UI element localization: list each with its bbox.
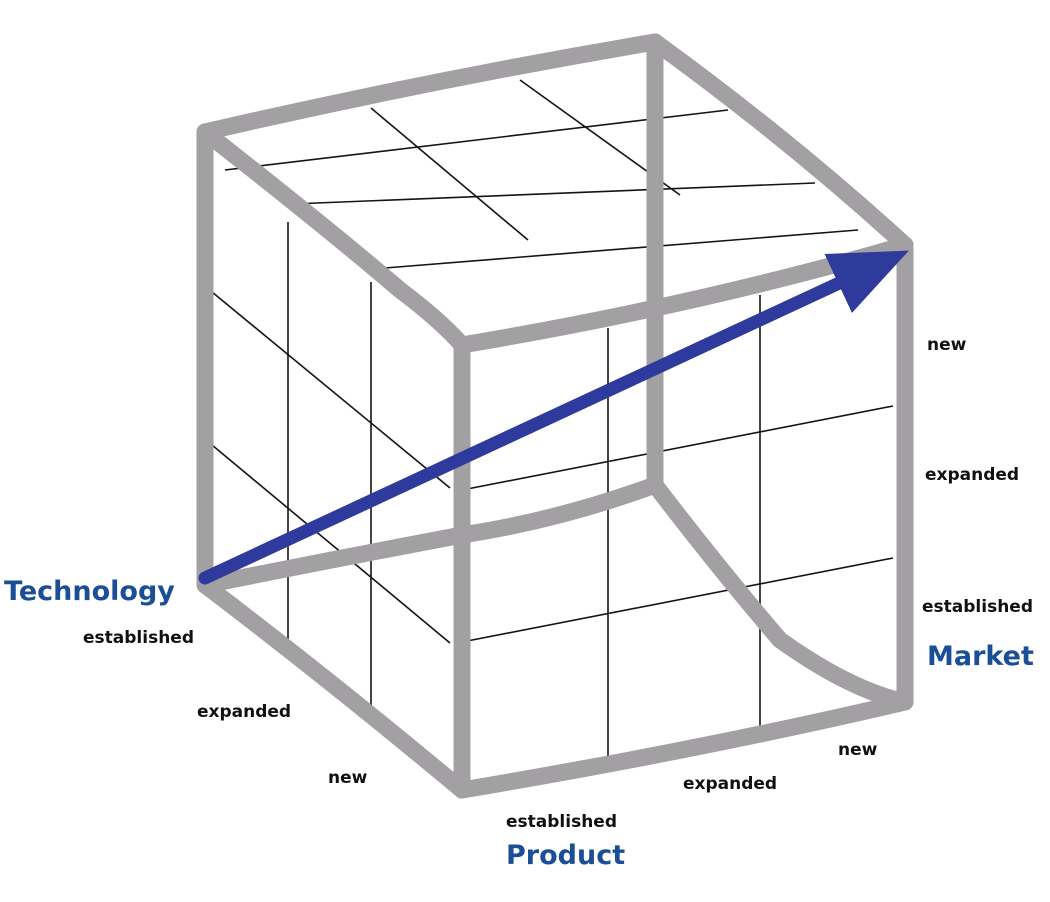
product-level-new: new xyxy=(838,740,878,760)
market-axis-title: Market xyxy=(927,641,1034,672)
top-face-grid-line xyxy=(291,182,816,205)
frame-edge-top-back-right xyxy=(646,33,914,254)
product-level-expanded: expanded xyxy=(683,774,778,794)
technology-level-established: established xyxy=(83,628,194,648)
left-face-grid-line xyxy=(211,291,451,489)
front-face-grid-line xyxy=(461,557,894,643)
frame-edge-top-back-left xyxy=(196,33,664,141)
market-level-established: established xyxy=(922,597,1033,617)
direction-arrow xyxy=(198,250,909,585)
frame-edge-top-front-right xyxy=(453,236,914,354)
left-face-grid-line xyxy=(211,444,451,644)
market-level-new: new xyxy=(927,335,967,355)
market-level-expanded: expanded xyxy=(925,465,1020,485)
front-face-grid-line xyxy=(461,405,894,491)
product-level-established: established xyxy=(506,812,617,832)
product-axis-title: Product xyxy=(506,840,626,871)
frame-edge-bottom-left-back xyxy=(196,476,664,594)
frame-edge-top-front-left xyxy=(196,123,471,354)
technology-axis-title: Technology xyxy=(4,576,175,607)
top-face-grid-line xyxy=(370,107,529,241)
technology-level-expanded: expanded xyxy=(197,702,292,722)
frame-edge-bottom-right-back xyxy=(646,476,914,711)
top-face-grid-line xyxy=(224,109,729,171)
frame-edge-bottom-front-left xyxy=(196,576,471,799)
frame-edge-bottom-front-right xyxy=(453,693,914,799)
top-face-grid-line xyxy=(384,229,859,269)
technology-level-new: new xyxy=(328,768,368,788)
